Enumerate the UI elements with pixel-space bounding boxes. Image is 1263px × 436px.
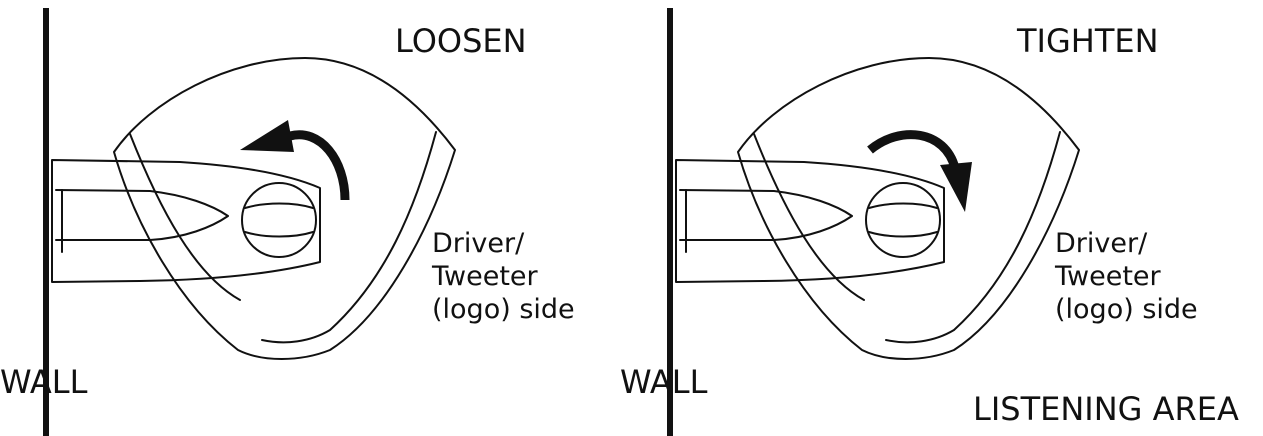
action-label: TIGHTEN: [1016, 22, 1159, 60]
adjustment-knob: [241, 182, 317, 258]
wall-label: WALL: [620, 363, 708, 401]
speaker-inner-edge-left: [753, 133, 865, 301]
bracket-slot: [55, 189, 229, 241]
counterclockwise-arrow-icon: [240, 120, 350, 201]
wall-label: WALL: [0, 363, 88, 401]
bracket-slot: [679, 189, 853, 241]
side-label-line-2: Tweeter: [1054, 261, 1162, 292]
adjustment-knob: [865, 182, 941, 258]
mounting-bracket: [675, 159, 945, 283]
side-label-line-3: (logo) side: [432, 294, 575, 325]
speaker-body: [737, 57, 1080, 360]
side-label-line-2: Tweeter: [431, 261, 539, 292]
listening-area-label: LISTENING AREA: [973, 390, 1239, 428]
side-label-line-1: Driver/: [432, 228, 525, 259]
speaker-inner-edge-right: [261, 131, 437, 344]
speaker-inner-edge-left: [129, 133, 241, 301]
action-label: LOOSEN: [395, 22, 527, 60]
panel-loosen: LOOSEN Driver/ Tweeter (logo) side WALL: [0, 8, 575, 436]
panel-tighten: TIGHTEN Driver/ Tweeter (logo) side WALL: [620, 8, 1198, 436]
clockwise-arrow-icon: [867, 130, 972, 212]
side-label-line-3: (logo) side: [1055, 294, 1198, 325]
speaker-body: [113, 57, 456, 360]
mounting-bracket: [51, 159, 321, 283]
speaker-inner-edge-right: [885, 131, 1061, 344]
side-label-line-1: Driver/: [1055, 228, 1148, 259]
